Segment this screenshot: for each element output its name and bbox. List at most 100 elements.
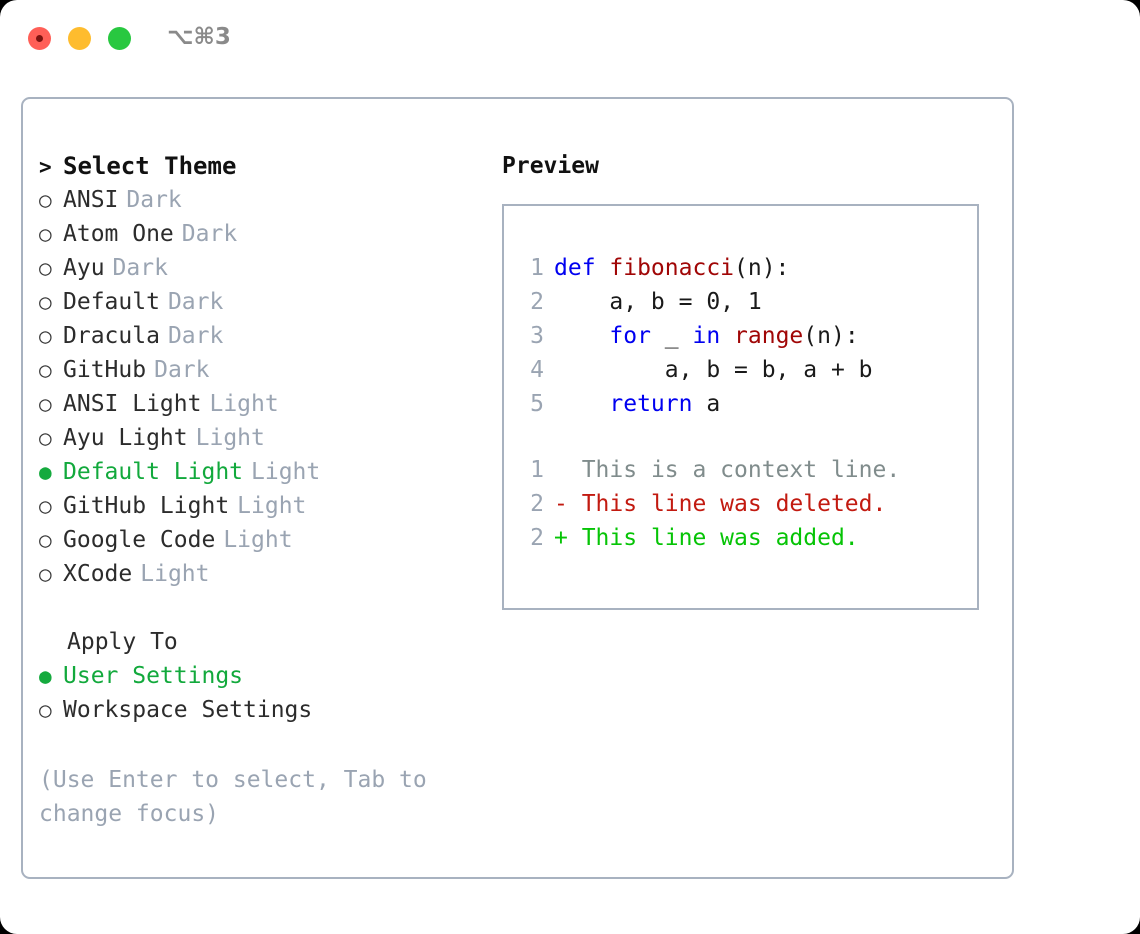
diff-line-del: 2- This line was deleted. bbox=[518, 487, 971, 521]
code-line: 2 a, b = 0, 1 bbox=[518, 285, 971, 319]
code-token bbox=[554, 391, 609, 417]
minimize-button[interactable] bbox=[68, 27, 91, 50]
code-token: for bbox=[609, 323, 651, 349]
apply-to-label: User Settings bbox=[63, 663, 244, 689]
line-number: 4 bbox=[530, 357, 544, 383]
theme-option-default[interactable]: ○ Default Dark bbox=[39, 285, 479, 319]
theme-name-label: ANSI bbox=[63, 187, 119, 213]
radio-unselected-icon: ○ bbox=[39, 562, 52, 586]
code-token: return bbox=[609, 391, 693, 417]
theme-kind-label: Light bbox=[251, 459, 321, 485]
theme-option-google-code[interactable]: ○ Google Code Light bbox=[39, 523, 479, 557]
theme-kind-label: Dark bbox=[181, 221, 238, 247]
title-bar: ⌥⌘3 bbox=[0, 0, 1140, 78]
theme-name-label: Atom One bbox=[63, 221, 174, 247]
theme-option-atom-one[interactable]: ○ Atom One Dark bbox=[39, 217, 479, 251]
theme-kind-label: Light bbox=[237, 493, 307, 519]
theme-kind-label: Dark bbox=[126, 187, 182, 213]
radio-unselected-icon: ○ bbox=[39, 324, 52, 348]
theme-option-ayu[interactable]: ○ Ayu Dark bbox=[39, 251, 479, 285]
apply-to-option-user-settings[interactable]: ● User Settings bbox=[39, 659, 479, 693]
radio-unselected-icon: ○ bbox=[39, 222, 52, 246]
diff-sign: - bbox=[554, 491, 568, 517]
code-token: (n): bbox=[734, 255, 790, 281]
radio-unselected-icon: ○ bbox=[39, 698, 52, 722]
code-token: def bbox=[554, 255, 610, 281]
code-line: 4 a, b = b, a + b bbox=[518, 353, 971, 387]
select-theme-heading: > Select Theme bbox=[39, 149, 479, 183]
diff-line-ctx: 1 This is a context line. bbox=[518, 453, 971, 487]
theme-name-label: GitHub Light bbox=[63, 493, 230, 519]
theme-name-label: Ayu Light bbox=[63, 425, 188, 451]
code-token: in bbox=[692, 323, 721, 349]
radio-unselected-icon: ○ bbox=[39, 494, 52, 518]
theme-name-label: Dracula bbox=[63, 323, 160, 349]
theme-kind-label: Light bbox=[195, 425, 265, 451]
diff-text: This is a context line. bbox=[567, 457, 901, 483]
theme-name-label: ANSI Light bbox=[63, 391, 202, 417]
theme-kind-label: Dark bbox=[112, 255, 168, 281]
theme-name-label: Ayu bbox=[63, 255, 105, 281]
keyboard-hint-text: (Use Enter to select, Tab to change focu… bbox=[39, 767, 427, 827]
close-button[interactable] bbox=[28, 27, 51, 50]
theme-kind-label: Light bbox=[223, 527, 293, 553]
theme-option-xcode[interactable]: ○ XCode Light bbox=[39, 557, 479, 591]
code-token: a bbox=[692, 391, 721, 417]
radio-selected-icon: ● bbox=[39, 460, 52, 484]
code-line: 5 return a bbox=[518, 387, 971, 421]
theme-kind-label: Light bbox=[209, 391, 279, 417]
radio-unselected-icon: ○ bbox=[39, 290, 52, 314]
diff-sample: 1 This is a context line.2- This line wa… bbox=[518, 453, 971, 555]
diff-text: This line was added. bbox=[567, 525, 859, 551]
line-number: 3 bbox=[530, 323, 544, 349]
apply-to-heading: Apply To bbox=[67, 629, 178, 655]
theme-name-label: XCode bbox=[63, 561, 133, 587]
radio-unselected-icon: ○ bbox=[39, 392, 52, 416]
diff-sign: + bbox=[554, 525, 568, 551]
diff-text: This line was deleted. bbox=[567, 491, 887, 517]
code-token: a, b = b, a + b bbox=[554, 357, 873, 383]
theme-option-github[interactable]: ○ GitHub Dark bbox=[39, 353, 479, 387]
line-number: 1 bbox=[530, 457, 544, 483]
radio-unselected-icon: ○ bbox=[39, 358, 52, 382]
apply-to-label: Workspace Settings bbox=[63, 697, 313, 723]
code-token: (n): bbox=[803, 323, 859, 349]
theme-name-label: GitHub bbox=[63, 357, 147, 383]
radio-unselected-icon: ○ bbox=[39, 528, 52, 552]
line-number: 2 bbox=[530, 289, 544, 315]
code-token bbox=[720, 323, 734, 349]
theme-kind-label: Dark bbox=[154, 357, 210, 383]
theme-kind-label: Dark bbox=[167, 289, 224, 315]
theme-name-label: Default Light bbox=[63, 459, 244, 485]
theme-name-label: Default bbox=[63, 289, 160, 315]
theme-option-ansi-light[interactable]: ○ ANSI Light Light bbox=[39, 387, 479, 421]
theme-option-default-light[interactable]: ● Default Light Light bbox=[39, 455, 479, 489]
theme-option-ansi[interactable]: ○ ANSI Dark bbox=[39, 183, 479, 217]
code-token: _ bbox=[650, 323, 693, 349]
keyboard-shortcut-label: ⌥⌘3 bbox=[167, 24, 231, 50]
maximize-button[interactable] bbox=[108, 27, 131, 50]
theme-option-github-light[interactable]: ○ GitHub Light Light bbox=[39, 489, 479, 523]
prompt-caret-icon: > bbox=[39, 155, 52, 179]
theme-kind-label: Light bbox=[140, 561, 210, 587]
preview-heading: Preview bbox=[502, 153, 599, 179]
apply-to-option-workspace-settings[interactable]: ○ Workspace Settings bbox=[39, 693, 479, 727]
line-number: 2 bbox=[530, 525, 544, 551]
radio-selected-icon: ● bbox=[39, 664, 52, 688]
theme-kind-label: Dark bbox=[167, 323, 224, 349]
diff-line-add: 2 + This line was added. bbox=[518, 521, 971, 555]
theme-name-label: Google Code bbox=[63, 527, 216, 553]
theme-option-dracula[interactable]: ○ Dracula Dark bbox=[39, 319, 479, 353]
code-token bbox=[554, 323, 609, 349]
apply-to-options-list: ● User Settings ○ Workspace Settings bbox=[39, 659, 479, 727]
radio-unselected-icon: ○ bbox=[39, 256, 52, 280]
radio-unselected-icon: ○ bbox=[39, 188, 52, 212]
select-theme-label: Select Theme bbox=[63, 152, 237, 180]
